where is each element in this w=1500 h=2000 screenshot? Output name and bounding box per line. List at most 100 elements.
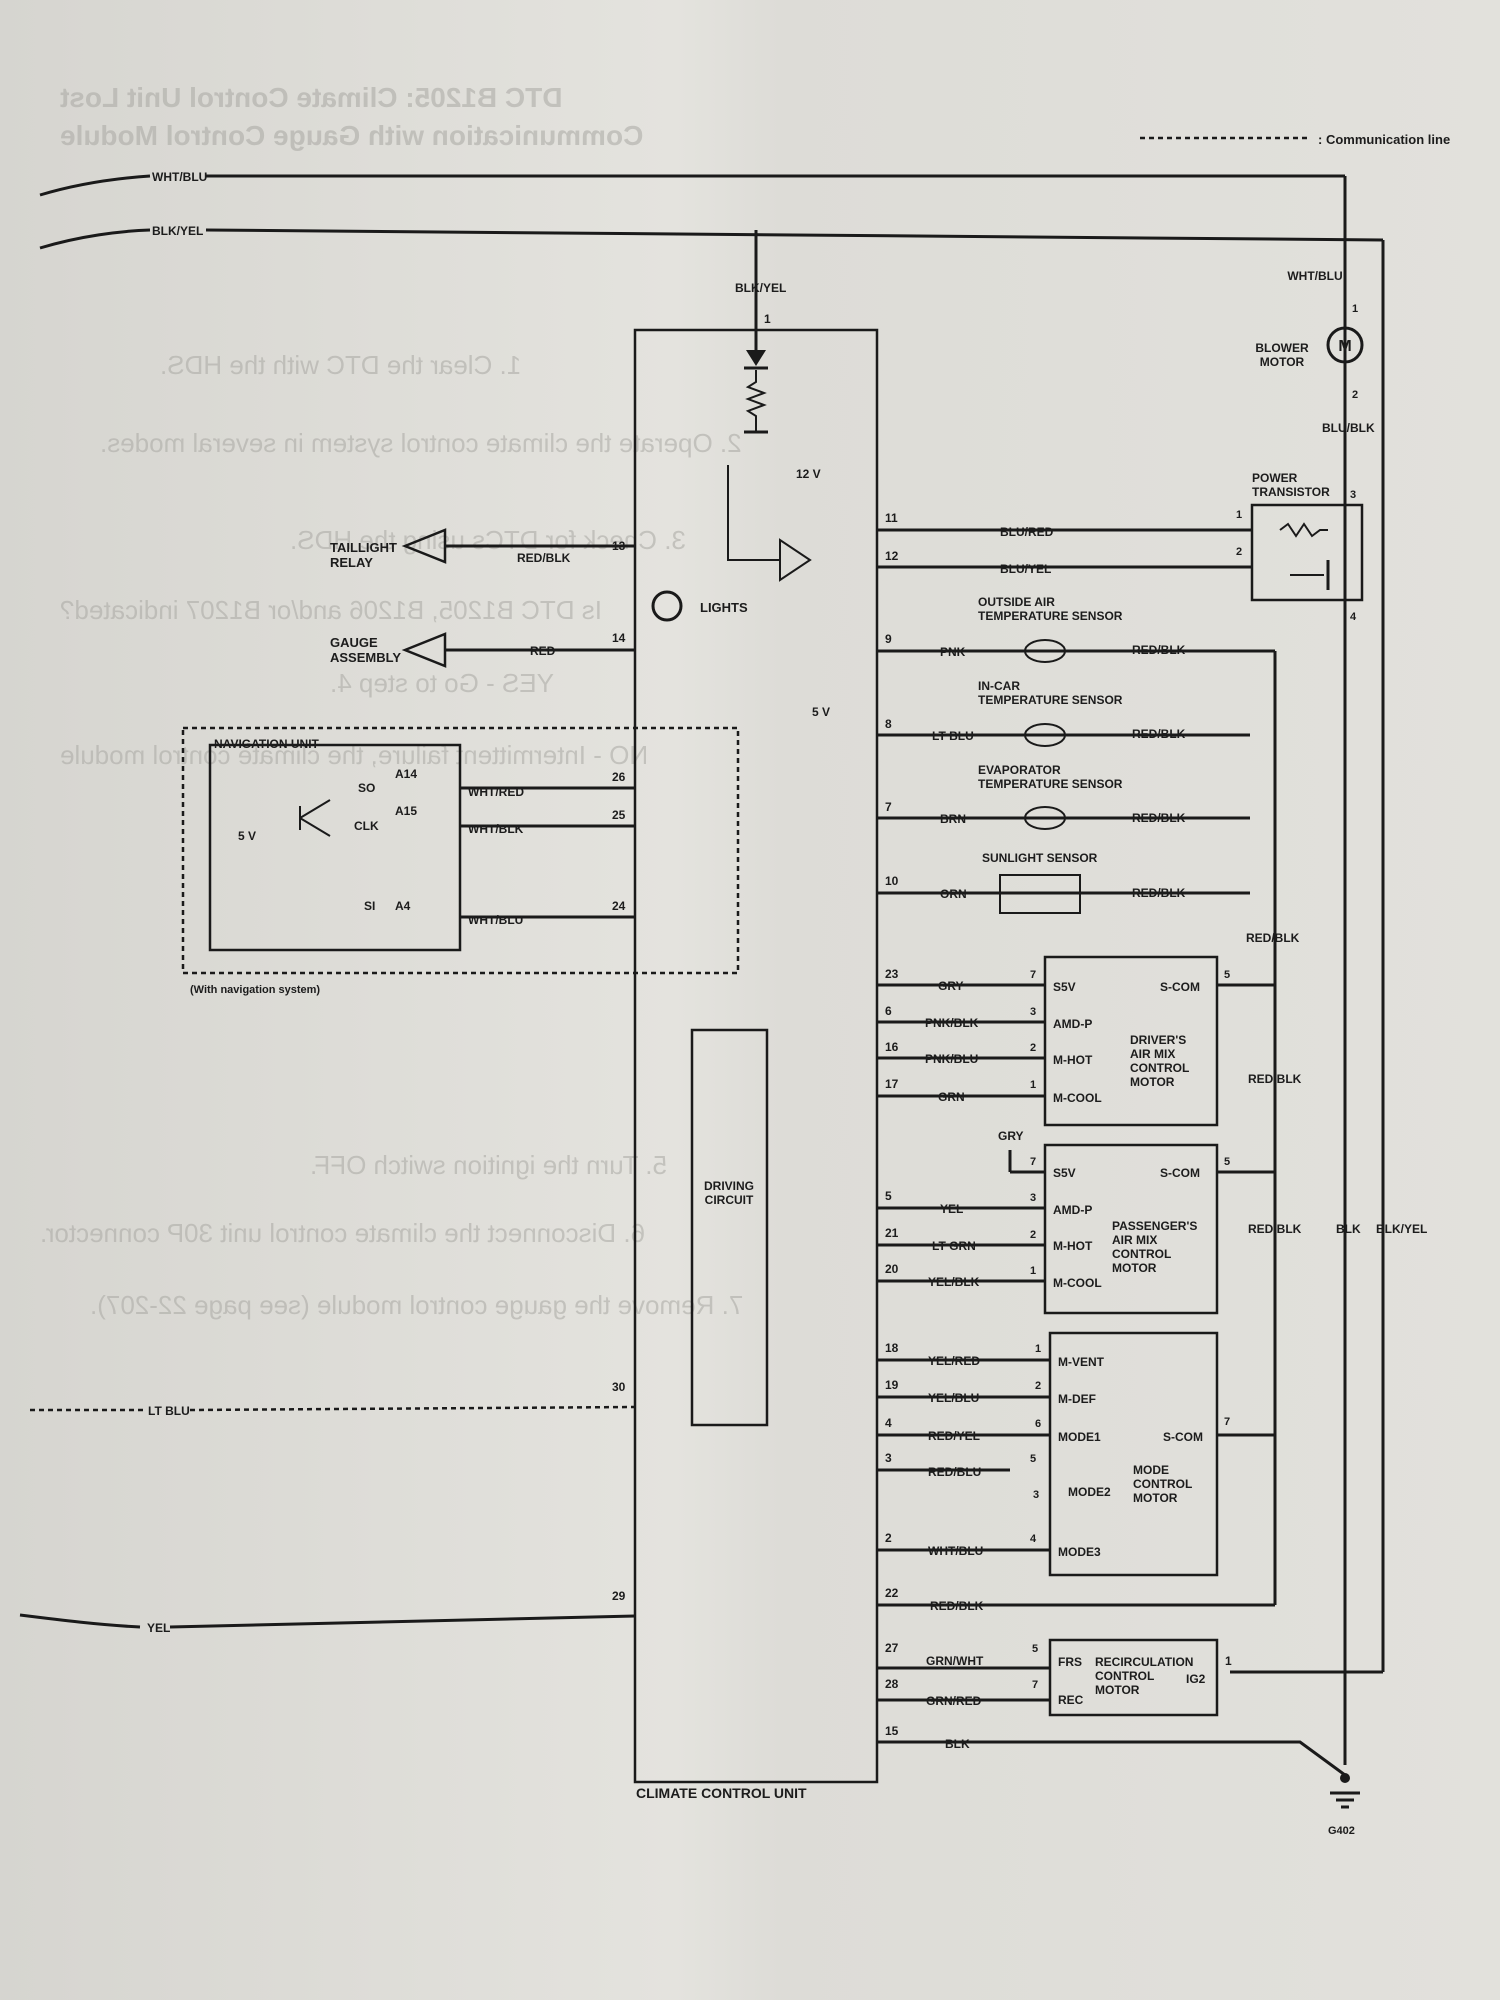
passenger-air-mix-box — [1043, 1143, 1219, 1315]
with-navigation-label: (With navigation system) — [190, 984, 320, 996]
m-vent-label: M-VENT — [1058, 1355, 1105, 1369]
blu-yel-label: BLU/YEL — [1000, 562, 1051, 576]
yel-blk-label: YEL/BLK — [928, 1275, 980, 1289]
driving-circuit-box — [690, 1028, 769, 1427]
5v-label: 5 V — [238, 829, 256, 843]
passenger-air-mix-label: AIR MIX — [1112, 1233, 1157, 1247]
sensor-label: TEMPERATURE SENSOR — [978, 609, 1123, 623]
driving-circuit-label: CIRCUIT — [705, 1193, 754, 1207]
pin-label: 5 — [1030, 1453, 1036, 1465]
amd-p-label: AMD-P — [1053, 1017, 1092, 1031]
mode1-label: MODE1 — [1058, 1430, 1101, 1444]
amd-p-label: AMD-P — [1053, 1203, 1092, 1217]
so-label: SO — [358, 781, 375, 795]
driver-air-mix-box — [1043, 955, 1219, 1127]
mode-control-motor-box — [1048, 1331, 1219, 1577]
clk-label: CLK — [354, 819, 379, 833]
blu-blk-label: BLU/BLK — [1322, 421, 1375, 435]
red-label: RED — [530, 644, 556, 658]
red-blk-label: RED/BLK — [1132, 643, 1186, 657]
taillight-relay-label: RELAY — [330, 555, 373, 570]
pin-label: 22 — [885, 1586, 899, 1600]
blk-yel-label: BLK/YEL — [1376, 1222, 1427, 1236]
pin-label: 19 — [885, 1378, 899, 1392]
pin-label: 5 — [885, 1189, 892, 1203]
recirculation-motor-label: MOTOR — [1095, 1683, 1140, 1697]
red-blk-label: RED/BLK — [1246, 931, 1300, 945]
yel-label: YEL — [147, 1621, 170, 1635]
mode-motor-label: MOTOR — [1133, 1491, 1178, 1505]
navigation-dashed-box — [181, 726, 740, 975]
evaporator-sensor-symbol — [1024, 806, 1066, 830]
passenger-air-mix-label: PASSENGER'S — [1112, 1219, 1197, 1233]
mode-motor-label: MODE — [1133, 1463, 1169, 1477]
mode-motor-wires — [877, 1358, 1275, 1552]
pin-label: 1 — [1225, 1654, 1232, 1668]
s-com-label: S-COM — [1160, 1166, 1200, 1180]
navigation-unit-label: NAVIGATION UNIT — [214, 737, 320, 751]
a4-label: A4 — [395, 899, 411, 913]
pin-label: 1 — [764, 312, 771, 326]
diode-symbol — [746, 350, 766, 366]
mode3-label: MODE3 — [1058, 1545, 1101, 1559]
pin-label: 15 — [885, 1724, 899, 1738]
gauge-assembly-label: ASSEMBLY — [330, 650, 401, 665]
pin-label: 5 — [1032, 1643, 1038, 1655]
blk-yel-pin1-label: BLK/YEL — [735, 281, 786, 295]
driver-air-mix-label: AIR MIX — [1130, 1047, 1175, 1061]
pin-label: 9 — [885, 632, 892, 646]
frs-label: FRS — [1058, 1655, 1082, 1669]
pin-label: 3 — [1033, 1489, 1039, 1501]
driver-air-mix-label: CONTROL — [1130, 1061, 1189, 1075]
pin-label: 5 — [1224, 969, 1230, 981]
red-blk-label: RED/BLK — [1132, 811, 1186, 825]
s5v-label: S5V — [1053, 1166, 1076, 1180]
recirculation-motor-label: CONTROL — [1095, 1669, 1154, 1683]
red-blk-label: RED/BLK — [1248, 1222, 1302, 1236]
red-blk-label: RED/BLK — [517, 551, 571, 565]
yel-label: YEL — [940, 1202, 963, 1216]
a15-label: A15 — [395, 804, 417, 818]
pin-label: 3 — [1030, 1006, 1036, 1018]
pin-label: 4 — [885, 1416, 892, 1430]
driver-air-mix-label: DRIVER'S — [1130, 1033, 1186, 1047]
power-transistor-box — [1250, 503, 1364, 602]
pin-label: 14 — [612, 631, 626, 645]
gry-label: GRY — [998, 1129, 1024, 1143]
power-transistor-label: POWER — [1252, 471, 1298, 485]
taillight-relay-symbol — [401, 528, 447, 564]
passenger-air-mix-label: CONTROL — [1112, 1247, 1171, 1261]
pin-label: 25 — [612, 808, 626, 822]
outside-air-sensor-symbol — [1024, 639, 1066, 663]
pin-label: 10 — [885, 874, 899, 888]
pin-label: 26 — [612, 770, 626, 784]
pin-label: 8 — [885, 717, 892, 731]
pnk-blu-label: PNK/BLU — [925, 1052, 978, 1066]
pin-label: 12 — [885, 549, 899, 563]
sensor-label: TEMPERATURE SENSOR — [978, 693, 1123, 707]
gauge-assembly-label: GAUGE — [330, 635, 378, 650]
grn-wht-label: GRN/WHT — [926, 1654, 984, 1668]
lights-label: LIGHTS — [700, 600, 748, 615]
orn-label: ORN — [940, 887, 967, 901]
blu-red-label: BLU/RED — [1000, 525, 1054, 539]
wht-blu-label: WHT/BLU — [928, 1544, 983, 1558]
sensor-wires — [877, 649, 1277, 1605]
gry-label: GRY — [938, 979, 964, 993]
blk-ground-wire-15 — [877, 1740, 1346, 1777]
red-blk-label: RED/BLK — [1248, 1072, 1302, 1086]
wht-red-label: WHT/RED — [468, 785, 524, 799]
red-yel-label: RED/YEL — [928, 1429, 980, 1443]
pin-label: 30 — [612, 1380, 626, 1394]
pin-label: 2 — [1030, 1229, 1036, 1241]
sensor-label: IN-CAR — [978, 679, 1020, 693]
power-transistor-resistor — [1279, 522, 1328, 538]
pin-label: 3 — [1350, 489, 1356, 501]
pin-label: 2 — [1035, 1380, 1041, 1392]
recirculation-motor-label: RECIRCULATION — [1095, 1655, 1193, 1669]
taillight-relay-label: TAILLIGHT — [330, 540, 397, 555]
wht-blu-wire-entry — [39, 174, 151, 197]
pin-label: 1 — [1030, 1265, 1036, 1277]
grn-label: GRN — [938, 1090, 965, 1104]
